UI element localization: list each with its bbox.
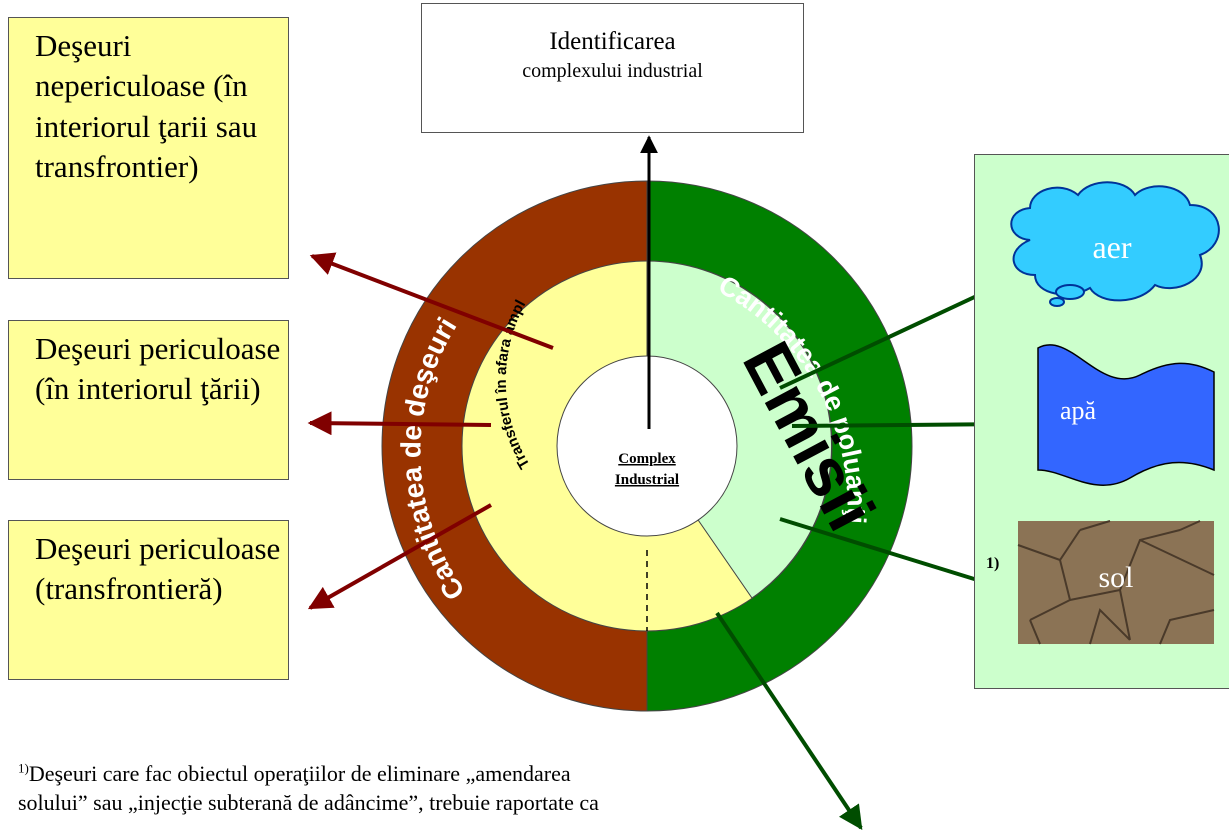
arrow-to-nonhazardous	[309, 252, 554, 350]
footnote: 1)Deşeuri care fac obiectul operaţiilor …	[18, 760, 638, 817]
arrow-to-hazardous-transboundary	[307, 503, 492, 610]
emissions-sector	[646, 260, 833, 599]
identification-title: Identificarea	[549, 28, 676, 55]
center-label-line2: Industrial	[615, 472, 679, 488]
identification-box: Identificarea complexului industrial	[421, 3, 804, 133]
arrow-down-off-site	[715, 611, 863, 830]
industrial-complex-center	[556, 355, 738, 537]
arrow-to-hazardous-internal	[307, 411, 492, 436]
environmental-media-panel	[974, 154, 1229, 689]
center-label-line1: Complex	[618, 451, 676, 467]
footnote-marker: 1)	[18, 760, 29, 776]
hazardous-waste-transboundary-box: Deşeuri periculoase (transfrontieră)	[8, 520, 289, 680]
nonhazardous-waste-box: Deşeuri nepericuloase (în interiorul ţar…	[8, 17, 289, 279]
hazardous-waste-internal-box: Deşeuri periculoase (în interiorul ţării…	[8, 320, 289, 480]
footnote-text: Deşeuri care fac obiectul operaţiilor de…	[18, 761, 599, 815]
identification-subtitle: complexului industrial	[522, 60, 703, 82]
